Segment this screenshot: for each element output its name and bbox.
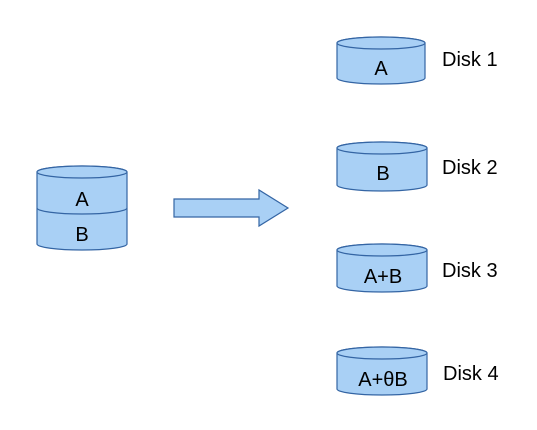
source-cylinder: A B [36,165,128,251]
disk-1: A Disk 1 [336,36,498,85]
disk-2-content: B [376,163,389,185]
source-segment-a: A [75,189,89,211]
disk-1-content: A [374,58,388,80]
disk-1-label: Disk 1 [442,49,498,71]
disk-2-label: Disk 2 [442,157,498,179]
source-segment-b: B [75,224,88,246]
disk-3-label: Disk 3 [442,260,498,282]
disk-2: B Disk 2 [336,141,498,192]
disk-3-cylinder-top [336,243,428,257]
disk-2-cylinder-top [336,141,428,155]
source-cylinder-top [36,165,128,179]
disk-4-cylinder-top [336,346,428,360]
disk-3-content: A+B [364,266,402,288]
disk-4-content: A+θB [358,369,407,391]
disk-4-label: Disk 4 [443,363,499,385]
disk-4: A+θB Disk 4 [336,346,499,396]
disk-3: A+B Disk 3 [336,243,498,293]
right-arrow-icon [173,188,290,228]
disk-1-cylinder-top [336,36,426,50]
source-cylinder-divider [36,207,128,215]
